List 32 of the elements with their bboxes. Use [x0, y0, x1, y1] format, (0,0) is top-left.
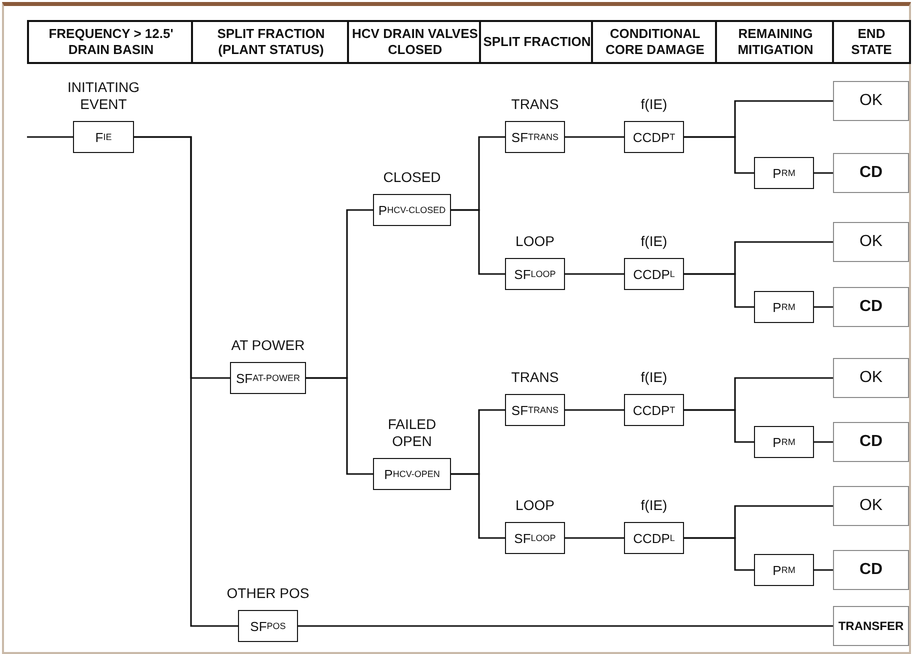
branch-line: [565, 409, 624, 411]
branch-line: [565, 273, 624, 275]
column-header: END STATE: [832, 20, 911, 64]
branch-line: [814, 172, 833, 174]
end-state-box: CD: [833, 287, 909, 327]
branch-line: [451, 473, 505, 539]
branch-label: f(IE): [640, 233, 668, 250]
branch-label: f(IE): [640, 369, 668, 386]
end-state-box: CD: [833, 550, 909, 590]
end-state-box: TRANSFER: [833, 606, 909, 646]
end-state-box: OK: [833, 222, 909, 262]
branch-line: [306, 377, 373, 475]
branch-line: [134, 136, 238, 627]
branch-label: f(IE): [640, 96, 668, 113]
end-state-box: OK: [833, 358, 909, 398]
branch-line: [565, 136, 624, 138]
branch-label: f(IE): [640, 497, 668, 514]
end-state-box: CD: [833, 153, 909, 193]
end-state-box: OK: [833, 81, 909, 121]
branch-line: [684, 273, 754, 308]
branch-line: [298, 625, 833, 627]
branch-line: [814, 306, 833, 308]
branch-line: [814, 441, 833, 443]
branch-line: [565, 537, 624, 539]
branch-line: [451, 209, 505, 275]
end-state-box: OK: [833, 486, 909, 526]
end-state-box: CD: [833, 422, 909, 462]
branch-line: [684, 136, 754, 174]
branch-line: [684, 537, 754, 571]
branch-line: [684, 409, 754, 443]
branch-line: [27, 136, 73, 138]
branch-line: [814, 569, 833, 571]
